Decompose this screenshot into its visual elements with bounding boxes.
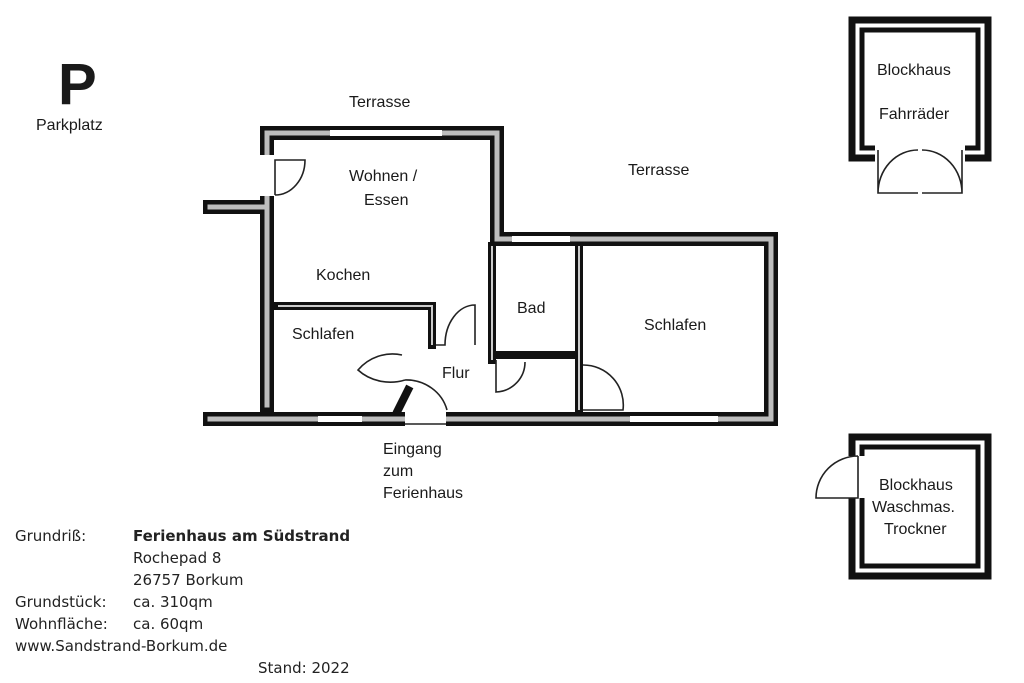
floorplan-label: Grundriß: xyxy=(15,527,86,545)
shed-bicycles: Blockhaus Fahrräder xyxy=(848,16,992,194)
room-living-label: Wohnen / xyxy=(349,168,418,185)
room-bedroom-small-label: Schlafen xyxy=(292,326,354,343)
shed-bottom-label-2: Waschmas. xyxy=(872,499,955,516)
property-name: Ferienhaus am Südstrand xyxy=(133,527,350,545)
living-area-label: Wohnfläche: xyxy=(15,615,108,633)
shed-top-label-1: Blockhaus xyxy=(877,62,951,79)
shed-bottom-label-1: Blockhaus xyxy=(879,477,953,494)
entrance-label-2: zum xyxy=(383,463,413,480)
parking-symbol: P xyxy=(58,52,97,117)
room-kitchen-label: Kochen xyxy=(316,267,370,284)
shed-top-label-2: Fahrräder xyxy=(879,106,950,123)
website: www.Sandstrand-Borkum.de xyxy=(15,637,227,655)
house-walls xyxy=(203,126,778,428)
room-bedroom-large-label: Schlafen xyxy=(644,317,706,334)
plot-label: Grundstück: xyxy=(15,593,107,611)
parking-label: Parkplatz xyxy=(36,117,103,134)
status-date: Stand: 2022 xyxy=(258,659,350,677)
room-dining-label: Essen xyxy=(364,192,408,209)
info-block: Grundriß: Ferienhaus am Südstrand Rochep… xyxy=(15,527,350,677)
room-bath-label: Bad xyxy=(517,300,545,317)
shed-bottom-label-3: Trockner xyxy=(884,521,947,538)
entrance-label-1: Eingang xyxy=(383,441,442,458)
living-area-value: ca. 60qm xyxy=(133,615,203,633)
room-hall-label: Flur xyxy=(442,365,470,382)
shed-laundry: Blockhaus Waschmas. Trockner xyxy=(815,433,992,580)
terrace-top-label: Terrasse xyxy=(349,94,410,111)
terrace-right-label: Terrasse xyxy=(628,162,689,179)
doors xyxy=(274,159,625,411)
entrance-label-3: Ferienhaus xyxy=(383,485,463,502)
city: 26757 Borkum xyxy=(133,571,243,589)
street: Rochepad 8 xyxy=(133,549,221,567)
plot-value: ca. 310qm xyxy=(133,593,213,611)
